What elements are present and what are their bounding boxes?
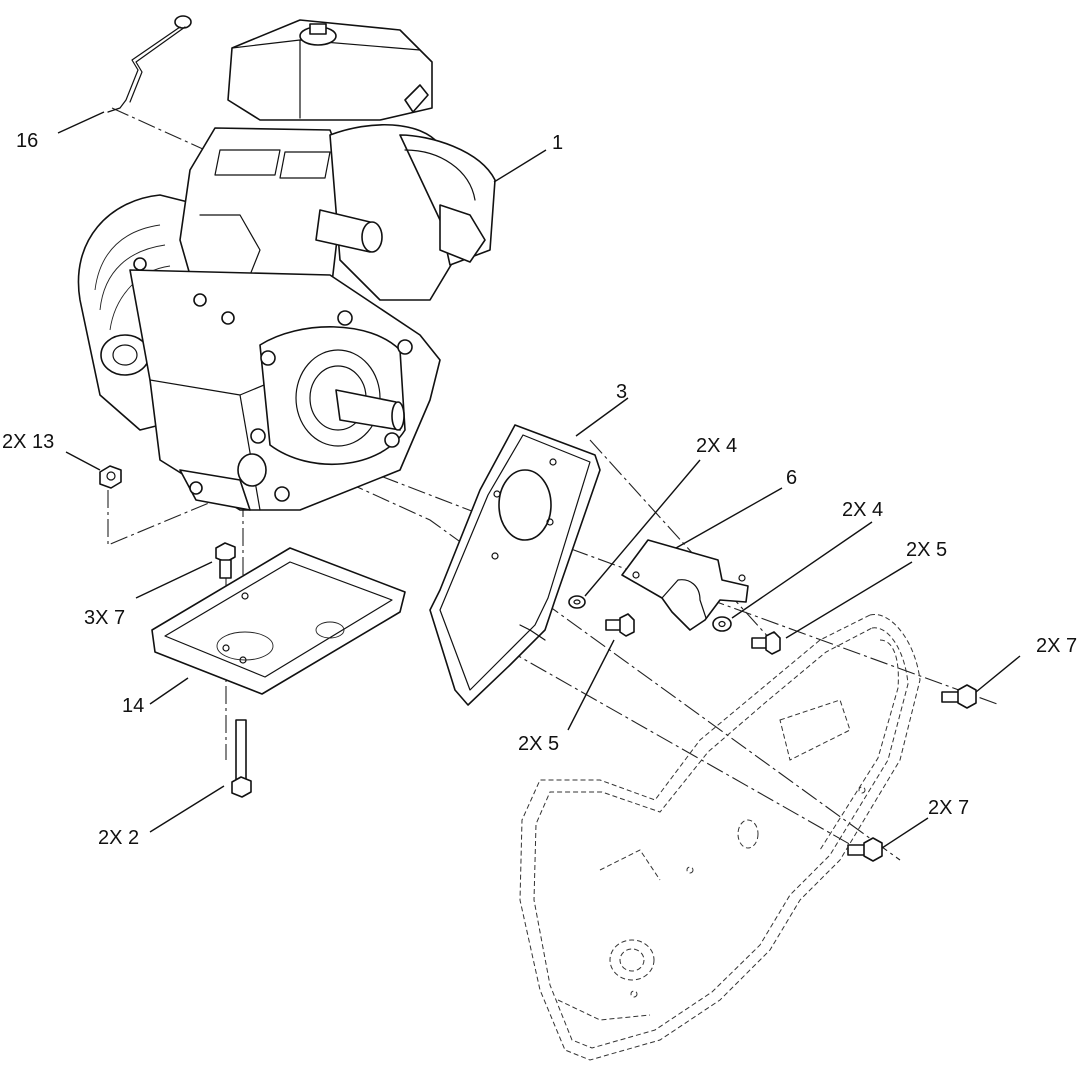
bolt-5-left: [605, 613, 635, 637]
callout-2x2: 2X 2: [98, 827, 139, 849]
engine-assembly: [77, 19, 496, 511]
callout-labels: 16 1 3 2X 13 2X 4 6 2X 4 2X 5 3X 7 2X 7 …: [2, 130, 1077, 849]
callout-1: 1: [552, 132, 563, 154]
nut-13: [99, 465, 122, 489]
callout-2x7-upper: 2X 7: [1036, 635, 1077, 657]
callout-3x7: 3X 7: [84, 607, 125, 629]
callout-2x5-left: 2X 5: [518, 733, 559, 755]
callout-3: 3: [616, 381, 627, 403]
callout-6: 6: [786, 467, 797, 489]
dipstick: [107, 15, 192, 113]
belt-cover-housing: [519, 614, 921, 1061]
callout-14: 14: [122, 695, 144, 717]
bolt-7-upper: [215, 542, 236, 579]
leader-lines: [57, 111, 1021, 849]
bolt-5-right: [751, 631, 781, 655]
base-pan: [151, 547, 406, 695]
callout-16: 16: [16, 130, 38, 152]
bolt-7-right-upper: [941, 684, 977, 709]
engine-mount-plate: [429, 424, 601, 706]
washer-4-right: [712, 616, 732, 632]
bolt-7-right-lower: [847, 837, 883, 862]
callout-2x4-upper: 2X 4: [696, 435, 737, 457]
bolt-2: [231, 719, 252, 798]
callout-2x5-right: 2X 5: [906, 539, 947, 561]
bracket: [621, 539, 749, 631]
callout-2x7-lower: 2X 7: [928, 797, 969, 819]
washer-4-left: [568, 595, 586, 609]
callout-2x13: 2X 13: [2, 431, 54, 453]
callout-2x4-lower: 2X 4: [842, 499, 883, 521]
